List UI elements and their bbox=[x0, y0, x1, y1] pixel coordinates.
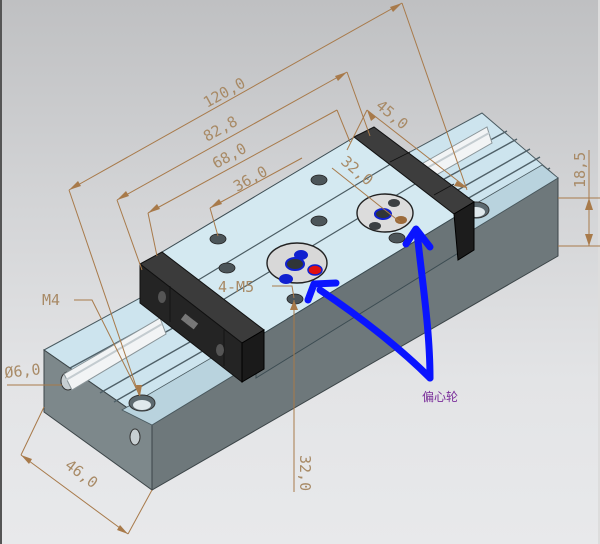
callout-rail-thread: M4 bbox=[42, 291, 60, 309]
end-cap-left: ▇▇▇ bbox=[139, 251, 265, 384]
end-cap-right bbox=[353, 126, 475, 261]
annotation-eccentric-wheel: 偏心轮 bbox=[422, 389, 458, 404]
eccentric-wheel-right bbox=[356, 193, 414, 233]
dim-rail-height: 18,5 bbox=[571, 152, 589, 188]
dim-end-width: 45,0 bbox=[372, 96, 411, 133]
dim-length-block: 82,8 bbox=[200, 112, 240, 145]
dim-length-overall: 120,0 bbox=[200, 74, 248, 112]
eccentric-wheel-left bbox=[266, 242, 328, 284]
dim-rail-width: 46,0 bbox=[62, 456, 102, 492]
callout-block-thread: 4-M5 bbox=[218, 278, 254, 296]
dimension-arrows bbox=[21, 3, 593, 534]
dim-total-height: 32,0 bbox=[296, 455, 314, 491]
eccentric-wheel-arrows bbox=[304, 225, 434, 382]
dim-length-body: 68,0 bbox=[209, 139, 249, 172]
dim-shaft-diameter: Ø6,0 bbox=[4, 360, 42, 382]
dimension-lines bbox=[7, 2, 600, 535]
